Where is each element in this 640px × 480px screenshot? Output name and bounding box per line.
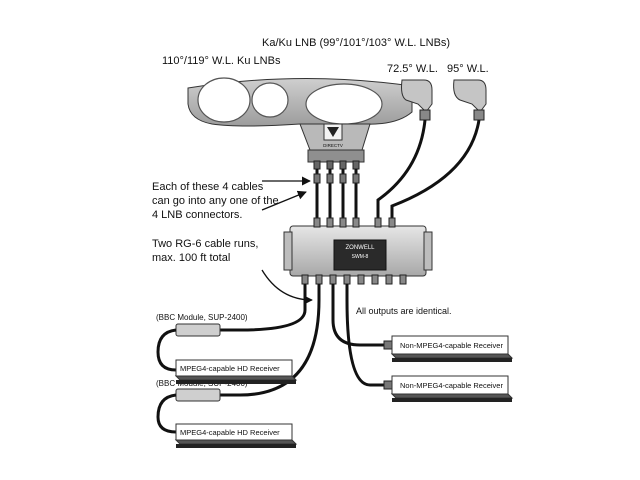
cables-note-line3: 4 LNB connectors. (152, 209, 243, 221)
cables-note-line1: Each of these 4 cables (152, 181, 264, 193)
cables-note-line2: can go into any one of the (152, 195, 279, 207)
bbc-module-2 (156, 388, 221, 434)
ku-lnbs-label: 110°/119° W.L. Ku LNBs (162, 55, 281, 67)
multiswitch-model: SWM-8 (352, 254, 369, 260)
bbc-module-1 (156, 323, 221, 372)
outputs-note: All outputs are identical. (356, 306, 452, 316)
hd-receiver-label-1: MPEG4-capable HD Receiver (180, 364, 280, 373)
cable-connectors (313, 173, 360, 184)
non-mpeg4-receiver-label-1: Non-MPEG4-capable Receiver (400, 341, 503, 350)
ka-ku-lnb-title: Ka/Ku LNB (99°/101°/103° W.L. LNBs) (262, 37, 450, 49)
multiswitch-brand: ZONWELL (345, 245, 375, 251)
multiswitch-box: ZONWELL SWM-8 (283, 217, 433, 285)
lnb-95-label: 95° W.L. (447, 63, 489, 75)
runs-note-line1: Two RG-6 cable runs, (152, 238, 258, 250)
bbc-module-label-1: (BBC Module, SUP-2400) (156, 313, 248, 322)
non-mpeg4-receiver-label-2: Non-MPEG4-capable Receiver (400, 381, 503, 390)
dish-logo-text: DIRECTV (323, 143, 343, 148)
runs-note-line2: max. 100 ft total (152, 252, 230, 264)
lnb-95-icon (453, 79, 487, 121)
hd-receiver-1: MPEG4-capable HD Receiver (174, 359, 298, 384)
hd-receiver-label-2: MPEG4-capable HD Receiver (180, 428, 280, 437)
hd-receiver-2: MPEG4-capable HD Receiver (174, 423, 298, 448)
output-cables (220, 284, 388, 397)
non-mpeg4-receiver-2: Non-MPEG4-capable Receiver (383, 375, 514, 402)
lnb-72-5-label: 72.5° W.L. (387, 63, 438, 75)
non-mpeg4-receiver-1: Non-MPEG4-capable Receiver (383, 335, 514, 362)
slimline-lnb-assembly: DIRECTV (187, 77, 413, 170)
